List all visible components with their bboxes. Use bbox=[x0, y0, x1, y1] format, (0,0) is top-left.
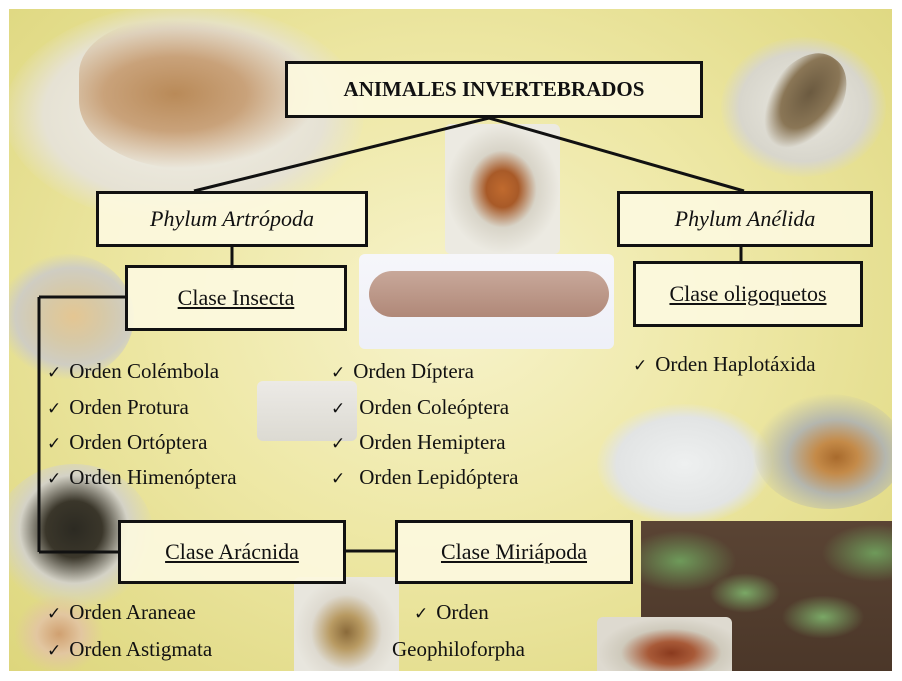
title-to-artropoda-line bbox=[194, 118, 489, 191]
clase-aracnida-box: Clase Arácnida bbox=[118, 520, 346, 584]
title-text: ANIMALES INVERTEBRADOS bbox=[344, 77, 645, 102]
slide-background: ANIMALES INVERTEBRADOS Phylum Artrópoda … bbox=[9, 9, 892, 671]
order-label: Orden Haplotáxida bbox=[655, 352, 815, 376]
check-icon: ✓ bbox=[47, 363, 61, 383]
list-item: ✓ Orden Haplotáxida bbox=[633, 351, 816, 379]
title-to-anelida-line bbox=[489, 118, 744, 191]
order-label: Geophiloforpha bbox=[392, 637, 525, 661]
list-item: ✓ Orden Díptera bbox=[331, 358, 474, 386]
check-icon: ✓ bbox=[633, 356, 647, 376]
phylum-anelida-box: Phylum Anélida bbox=[617, 191, 873, 247]
check-icon: ✓ bbox=[47, 469, 61, 489]
check-icon: ✓ bbox=[414, 604, 428, 624]
phylum-anelida-label: Phylum Anélida bbox=[675, 206, 816, 232]
list-item: ✓ Orden Protura bbox=[47, 394, 189, 422]
order-label: Orden bbox=[436, 600, 488, 624]
list-item: ✓ Orden Coleóptera bbox=[331, 394, 509, 422]
order-label: Orden Lepidóptera bbox=[359, 465, 518, 489]
check-icon: ✓ bbox=[331, 399, 345, 419]
check-icon: ✓ bbox=[331, 363, 345, 383]
list-item: ✓ Orden Lepidóptera bbox=[331, 464, 518, 492]
list-item: ✓ Orden Colémbola bbox=[47, 358, 219, 386]
list-item: ✓ Orden Ortóptera bbox=[47, 429, 207, 457]
clase-insecta-label: Clase Insecta bbox=[178, 285, 295, 311]
check-icon: ✓ bbox=[331, 469, 345, 489]
title-box: ANIMALES INVERTEBRADOS bbox=[285, 61, 703, 118]
check-icon: ✓ bbox=[47, 434, 61, 454]
order-label: Orden Coleóptera bbox=[359, 395, 509, 419]
check-icon: ✓ bbox=[47, 641, 61, 661]
order-label-continuation: Geophiloforpha bbox=[392, 636, 525, 662]
list-item: ✓ Orden bbox=[414, 599, 489, 627]
clase-oligoquetos-box: Clase oligoquetos bbox=[633, 261, 863, 327]
clase-miriapoda-box: Clase Miriápoda bbox=[395, 520, 633, 584]
order-label: Orden Díptera bbox=[353, 359, 474, 383]
check-icon: ✓ bbox=[47, 399, 61, 419]
clase-insecta-box: Clase Insecta bbox=[125, 265, 347, 331]
phylum-artropoda-box: Phylum Artrópoda bbox=[96, 191, 368, 247]
clase-aracnida-label: Clase Arácnida bbox=[165, 539, 299, 565]
list-item: ✓ Orden Astigmata bbox=[47, 636, 212, 664]
order-label: Orden Astigmata bbox=[69, 637, 212, 661]
list-item: ✓ Orden Himenóptera bbox=[47, 464, 237, 492]
check-icon: ✓ bbox=[47, 604, 61, 624]
list-item: ✓ Orden Araneae bbox=[47, 599, 196, 627]
order-label: Orden Ortóptera bbox=[69, 430, 207, 454]
clase-miriapoda-label: Clase Miriápoda bbox=[441, 539, 587, 565]
clase-oligoquetos-label: Clase oligoquetos bbox=[669, 281, 826, 307]
list-item: ✓ Orden Hemiptera bbox=[331, 429, 506, 457]
check-icon: ✓ bbox=[331, 434, 345, 454]
phylum-artropoda-label: Phylum Artrópoda bbox=[150, 206, 314, 232]
order-label: Orden Protura bbox=[69, 395, 189, 419]
order-label: Orden Araneae bbox=[69, 600, 196, 624]
order-label: Orden Colémbola bbox=[69, 359, 219, 383]
order-label: Orden Himenóptera bbox=[69, 465, 236, 489]
order-label: Orden Hemiptera bbox=[359, 430, 505, 454]
